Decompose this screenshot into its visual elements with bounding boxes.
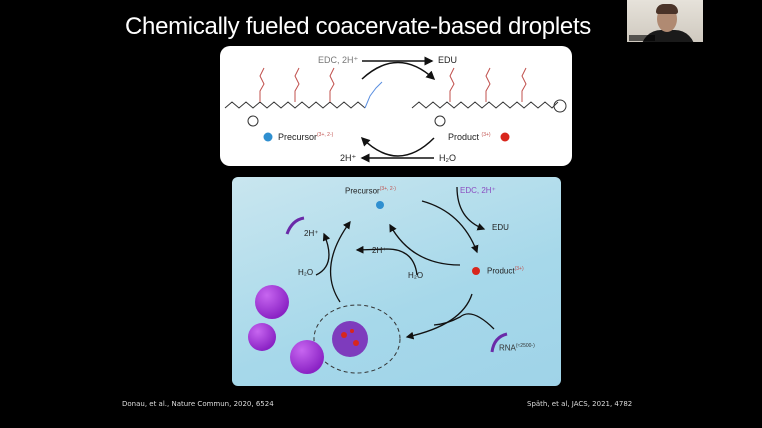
rna-strand-icon xyxy=(490,332,508,353)
inner-water-label: H₂O xyxy=(408,271,424,280)
participant-name-label xyxy=(629,35,655,41)
cycle-arc-bottom xyxy=(360,136,435,157)
precursor-label: Precursor xyxy=(278,132,318,142)
water-in-label: H₂O xyxy=(439,153,456,163)
zoom-inset-outline xyxy=(313,304,401,374)
product-charge: (3+) xyxy=(514,266,524,272)
byproduct-label: EDU xyxy=(492,223,509,232)
outer-proton-label: 2H⁺ xyxy=(304,229,319,238)
rna-charge: (≈2500-) xyxy=(515,343,535,349)
product-backbone xyxy=(411,101,559,109)
precursor-icon xyxy=(376,201,384,209)
product-icon xyxy=(472,267,480,275)
citation-right: Späth, et al, JACS, 2021, 4782 xyxy=(527,400,633,408)
participant-video-thumbnail[interactable] xyxy=(627,0,703,42)
product-icon xyxy=(500,132,510,142)
droplet-sphere xyxy=(290,340,324,374)
proton-out-label: 2H⁺ xyxy=(340,153,357,163)
reaction-scheme-panel: EDC, 2H⁺ EDU Precursor(3+, 2-) Product (… xyxy=(220,46,572,166)
precursor-backbone xyxy=(224,101,366,109)
byproduct-label: EDU xyxy=(438,55,458,65)
precursor-charge: (3+, 2-) xyxy=(379,186,396,192)
reagent-label: EDC, 2H⁺ xyxy=(460,186,496,195)
rna-label: RNA xyxy=(499,343,516,353)
precursor-charge: (3+, 2-) xyxy=(317,132,334,138)
slide-title: Chemically fueled coacervate-based dropl… xyxy=(124,13,592,40)
droplet-sphere xyxy=(248,323,276,351)
droplet-sphere xyxy=(255,285,289,319)
outer-water-label: H₂O xyxy=(298,268,314,277)
reagent-label: EDC, 2H⁺ xyxy=(318,55,359,65)
citation-left: Donau, et al., Nature Commun, 2020, 6524 xyxy=(122,400,274,408)
cycle-arc-top xyxy=(361,61,436,81)
inner-proton-label: 2H⁺ xyxy=(372,246,387,255)
reaction-scheme-graphic xyxy=(224,56,567,163)
precursor-icon xyxy=(263,132,273,142)
rna-strand-icon xyxy=(285,216,305,235)
droplet-cycle-panel: Precursor(3+, 2-) EDC, 2H⁺ EDU Product(3… xyxy=(232,177,561,386)
droplet-cycle-graphic xyxy=(248,186,508,374)
precursor-label: Precursor xyxy=(345,186,380,196)
product-label: Product xyxy=(448,132,480,142)
coacervate-core xyxy=(332,321,368,357)
product-charge: (3+) xyxy=(481,132,491,138)
product-label: Product xyxy=(487,266,515,276)
